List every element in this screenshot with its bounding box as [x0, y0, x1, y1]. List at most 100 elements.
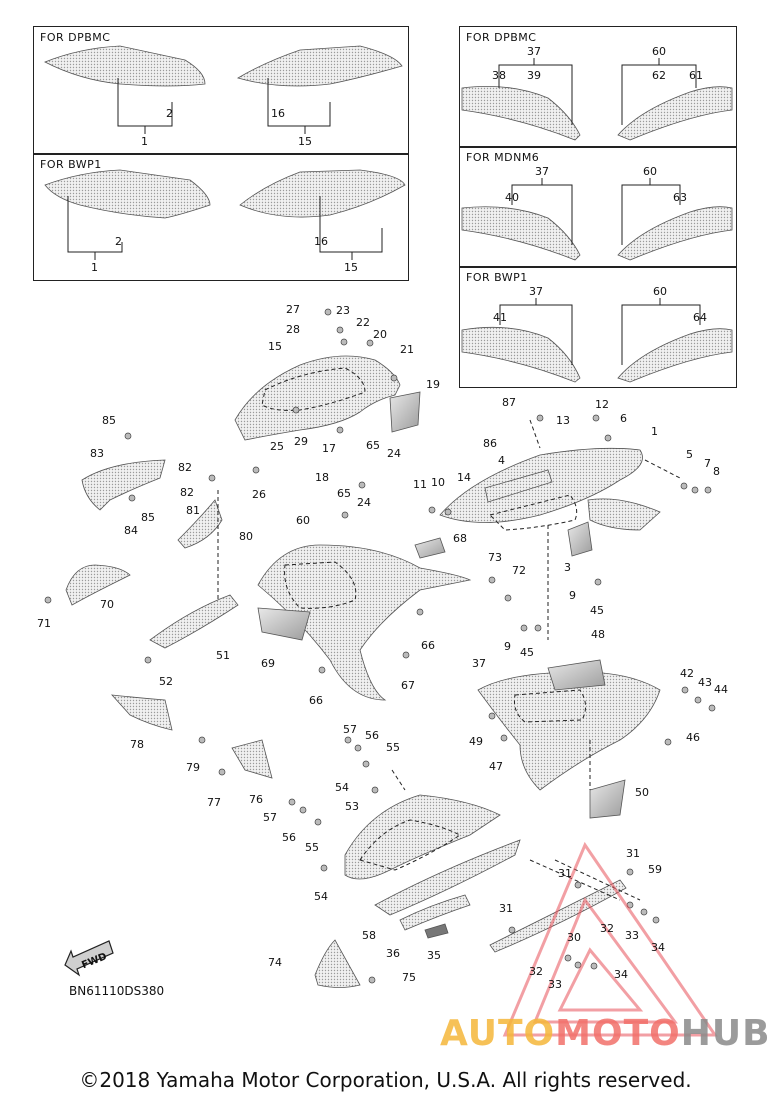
- callout: 19: [426, 378, 440, 391]
- callout: 46: [686, 731, 700, 744]
- under-cowl-right: [617, 328, 733, 383]
- callout: 27: [286, 303, 300, 316]
- callout: 21: [400, 343, 414, 356]
- callout: 59: [648, 863, 662, 876]
- callout: 3: [564, 561, 571, 574]
- callout: 18: [315, 471, 329, 484]
- callout: 20: [373, 328, 387, 341]
- callout: 28: [286, 323, 300, 336]
- callout: 83: [90, 447, 104, 460]
- side-cowl-37-outline: [514, 689, 586, 723]
- inset-title: FOR MDNM6: [466, 151, 540, 164]
- duct-4: [484, 469, 553, 503]
- rail-30: [489, 879, 627, 953]
- callout: 16: [271, 107, 285, 120]
- callout: 75: [402, 971, 416, 984]
- callout: 63: [673, 191, 687, 204]
- side-cowl-37: [477, 671, 661, 791]
- callout: 31: [626, 847, 640, 860]
- callout: 8: [713, 465, 720, 478]
- callout: 1: [651, 425, 658, 438]
- stay-51: [149, 594, 239, 649]
- callout: 81: [186, 504, 200, 517]
- callout: 2: [115, 235, 122, 248]
- strip-36: [399, 894, 471, 931]
- inset-title: FOR BWP1: [40, 158, 102, 171]
- watermark-moto: MOTO: [555, 1013, 681, 1054]
- callout: 2: [166, 107, 173, 120]
- callout: 31: [499, 902, 513, 915]
- callout: 77: [207, 796, 221, 809]
- callout: 51: [216, 649, 230, 662]
- callout: 72: [512, 564, 526, 577]
- callout: 62: [652, 69, 666, 82]
- callout: 6: [620, 412, 627, 425]
- callout: 40: [505, 191, 519, 204]
- cover-76: [231, 739, 273, 779]
- callout: 38: [492, 69, 506, 82]
- callout: 55: [386, 741, 400, 754]
- callout: 58: [362, 929, 376, 942]
- callout: 60: [652, 45, 666, 58]
- callout: 1: [91, 261, 98, 274]
- callout: 57: [343, 723, 357, 736]
- callout: 66: [309, 694, 323, 707]
- inset-title: FOR DPBMC: [40, 31, 111, 44]
- callout: 14: [457, 471, 471, 484]
- callout: 32: [529, 965, 543, 978]
- panel-50: [589, 779, 626, 819]
- inset-title: FOR BWP1: [466, 271, 528, 284]
- under-cowl-outline: [359, 819, 461, 871]
- callout: 24: [357, 496, 371, 509]
- inner-panel-3: [567, 521, 593, 557]
- callout: 82: [178, 461, 192, 474]
- callout: 85: [102, 414, 116, 427]
- cover-70: [65, 564, 131, 606]
- inset-box-dpbmc-side-cowl: FOR DPBMC: [33, 26, 409, 155]
- callout: 70: [100, 598, 114, 611]
- callout: 56: [365, 729, 379, 742]
- windscreen-19: [389, 391, 421, 433]
- callout: 64: [693, 311, 707, 324]
- callout: 50: [635, 786, 649, 799]
- callout: 60: [653, 285, 667, 298]
- watermark-auto: AUTO: [440, 1013, 556, 1054]
- callout: 48: [591, 628, 605, 641]
- callout: 15: [298, 135, 312, 148]
- callout: 49: [469, 735, 483, 748]
- callout: 57: [263, 811, 277, 824]
- fwd-arrow-icon: FWD: [64, 940, 114, 977]
- callout: 36: [386, 947, 400, 960]
- callout: 29: [294, 435, 308, 448]
- side-cowl-outline: [284, 561, 357, 609]
- callout: 79: [186, 761, 200, 774]
- watermark-text: AUTOMOTOHUB: [440, 1013, 771, 1054]
- callout: 78: [130, 738, 144, 751]
- upper-cowl-outline: [261, 367, 366, 411]
- callout: 84: [124, 524, 138, 537]
- inset-box-mdnm6-under-cowl: FOR MDNM6: [459, 146, 737, 268]
- callout: 37: [527, 45, 541, 58]
- callout: 4: [498, 454, 505, 467]
- callout: 71: [37, 617, 51, 630]
- callout: 24: [387, 447, 401, 460]
- callout: 39: [527, 69, 541, 82]
- callout: 41: [493, 311, 507, 324]
- callout: 60: [643, 165, 657, 178]
- callout: 52: [159, 675, 173, 688]
- drawing-code: BN61110DS380: [69, 984, 165, 998]
- under-cowl-left: [461, 326, 581, 383]
- callout: 61: [689, 69, 703, 82]
- callout: 68: [453, 532, 467, 545]
- panel-13: [587, 498, 661, 531]
- callout: 87: [502, 396, 516, 409]
- callout: 31: [558, 867, 572, 880]
- callout: 80: [239, 530, 253, 543]
- watermark-logo-icon: [502, 841, 718, 1037]
- cover-78: [111, 694, 173, 731]
- callout: 76: [249, 793, 263, 806]
- side-cowl-right: [236, 45, 403, 87]
- callout: 44: [714, 683, 728, 696]
